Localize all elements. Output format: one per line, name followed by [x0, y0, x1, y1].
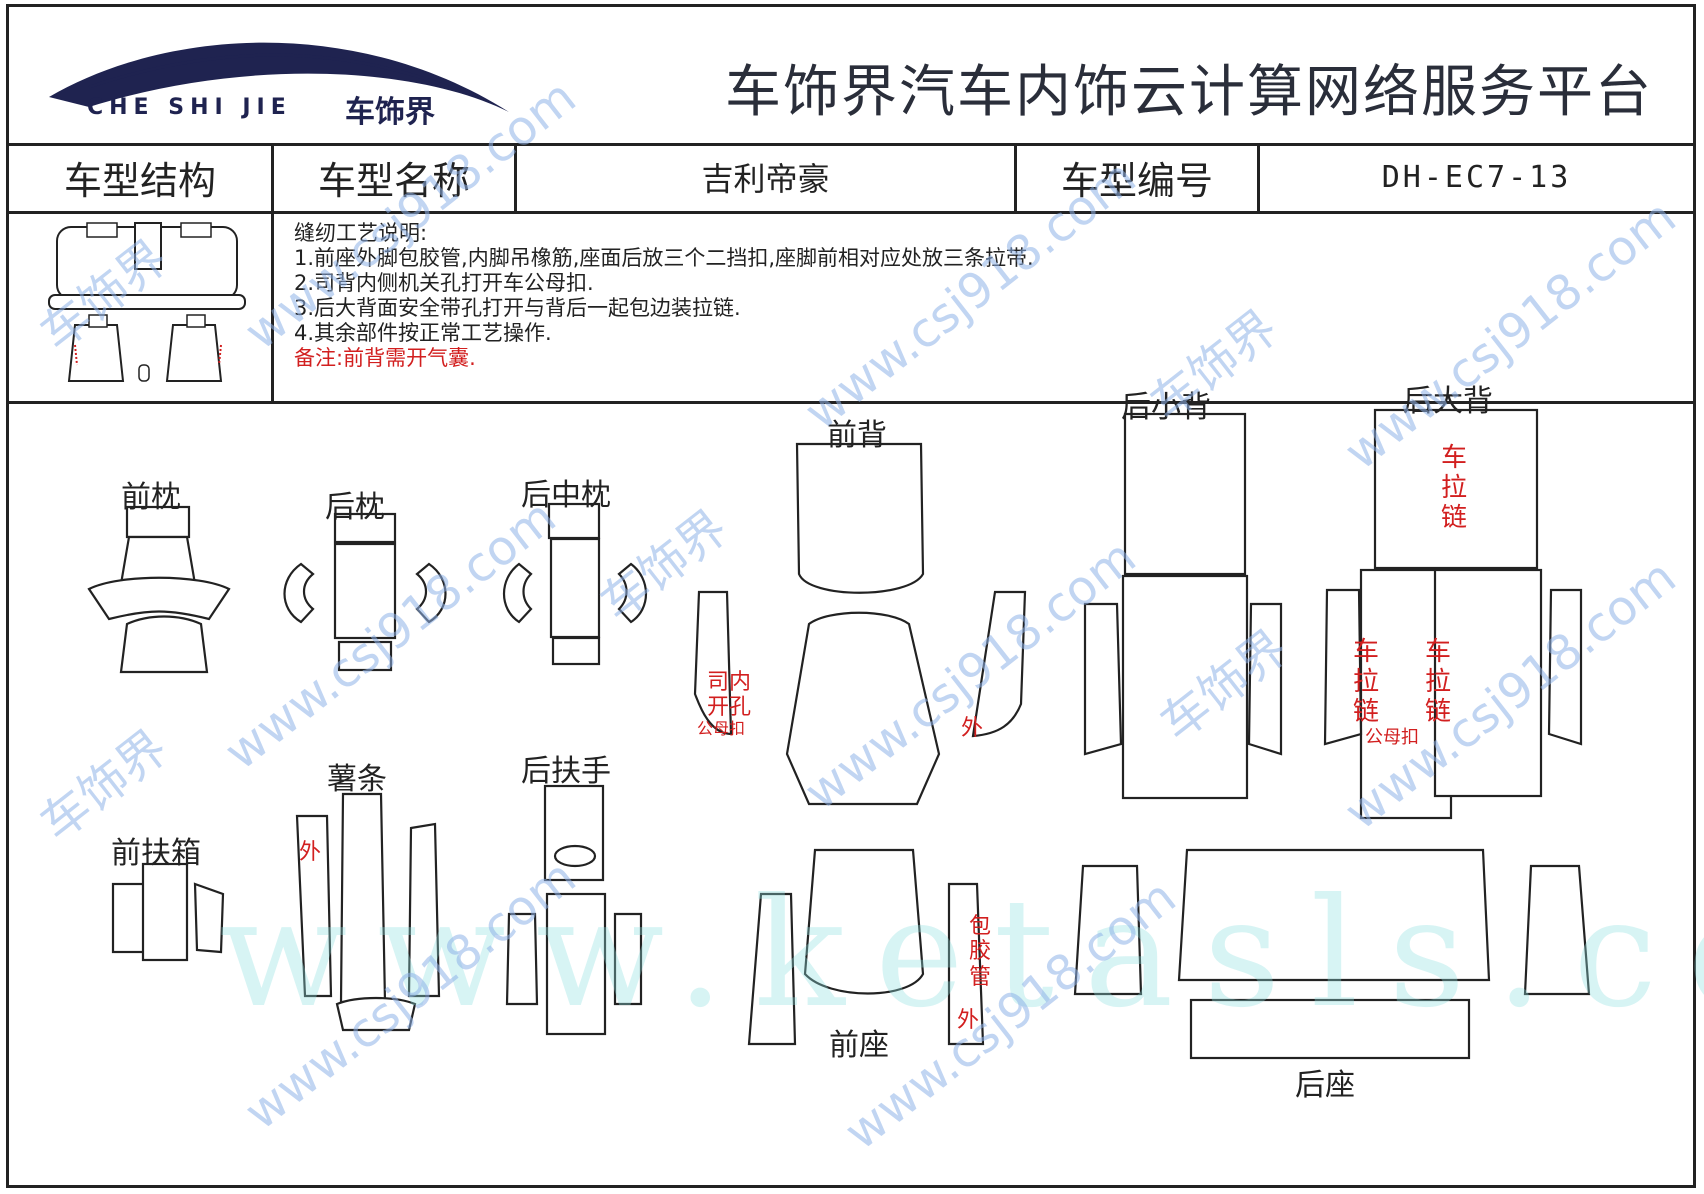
label-front-back: 前背 — [827, 418, 887, 453]
annot-zipper-left: 车 拉 链 — [1353, 637, 1380, 727]
annot-snap-button-rear: 公母扣 — [1365, 727, 1419, 748]
label-rear-headrest: 后枕 — [325, 490, 385, 525]
notes-remark: 备注:前背需开气囊. — [294, 346, 476, 370]
logo-text-cn: 车饰界 — [345, 95, 435, 130]
label-front-armbox: 前扶箱 — [111, 836, 201, 871]
name-label: 车型名称 — [317, 158, 470, 203]
header: CHE SHI JIE 车饰界 车饰界汽车内饰云计算网络服务平台 — [9, 7, 1693, 146]
annot-driver-hole: 司内 开孔 — [707, 670, 752, 721]
front-seat-pieces — [747, 848, 985, 1046]
notes-line-2: 2.司背内侧机关孔打开车公母扣. — [294, 271, 594, 295]
annot-outer-front-seat: 外 — [957, 1008, 980, 1033]
annot-snap-button: 公母扣 — [697, 719, 746, 738]
name-value: 吉利帝豪 — [701, 160, 830, 198]
rear-seat-pieces — [1073, 848, 1591, 1060]
rear-large-back-pieces — [1323, 408, 1583, 820]
notes-line-1: 1.前座外脚包胶管,内脚吊橡筋,座面后放三个二挡扣,座脚前相对应处放三条拉带. — [294, 246, 1034, 270]
notes-title: 缝纫工艺说明: — [294, 221, 428, 245]
label-rear-armrest: 后扶手 — [521, 754, 611, 789]
code-label: 车型编号 — [1060, 158, 1213, 203]
label-rear-middle-headrest: 后中枕 — [521, 478, 611, 513]
label-rear-small-back: 后小背 — [1121, 390, 1211, 425]
rear-small-back-pieces — [1083, 412, 1283, 800]
front-back-pieces — [693, 442, 1027, 806]
pattern-area: 前枕 后枕 后中枕 前背 后小背 后大背 前扶箱 薯条 后扶手 前座 后座 司内… — [9, 384, 1693, 1194]
annot-zipper-large-back: 车 拉 链 — [1441, 443, 1468, 533]
code-value: DH-EC7-13 — [1381, 159, 1572, 195]
logo-text-en: CHE SHI JIE — [87, 95, 292, 120]
notes-row: 缝纫工艺说明: 1.前座外脚包胶管,内脚吊橡筋,座面后放三个二挡扣,座脚前相对应… — [9, 211, 1693, 404]
notes-line-3: 3.后大背面安全带孔打开与背后一起包边装拉链. — [294, 296, 741, 320]
sewing-notes: 缝纫工艺说明: 1.前座外脚包胶管,内脚吊橡筋,座面后放三个二挡扣,座脚前相对应… — [294, 221, 1034, 371]
label-strip: 薯条 — [327, 762, 387, 797]
notes-line-4: 4.其余部件按正常工艺操作. — [294, 321, 552, 345]
strip-pieces — [295, 792, 441, 1032]
annot-zipper-right: 车 拉 链 — [1425, 637, 1452, 727]
front-headrest-pieces — [87, 505, 231, 674]
pattern-pieces — [87, 408, 1591, 1060]
structure-label: 车型结构 — [63, 158, 216, 203]
platform-title: 车饰界汽车内饰云计算网络服务平台 — [725, 60, 1653, 125]
logo-swoosh-icon — [49, 42, 509, 112]
rear-middle-headrest-pieces — [503, 502, 647, 666]
car-structure-thumbnail — [48, 222, 246, 382]
rear-armrest-pieces — [505, 784, 643, 1036]
annot-wrap-tube: 包 胶 管 — [969, 914, 992, 990]
annot-outer-front-back: 外 — [961, 716, 984, 741]
front-armbox-pieces — [111, 862, 225, 962]
label-front-headrest: 前枕 — [121, 480, 181, 515]
label-rear-large-back: 后大背 — [1403, 384, 1493, 419]
rear-headrest-pieces — [283, 512, 447, 672]
pattern-sheet: CHE SHI JIE 车饰界 车饰界汽车内饰云计算网络服务平台 车型结构 车型… — [6, 4, 1704, 1188]
info-row: 车型结构 车型名称 吉利帝豪 车型编号 DH-EC7-13 — [9, 143, 1693, 214]
annot-outer-strip: 外 — [299, 840, 322, 865]
label-rear-seat: 后座 — [1295, 1068, 1355, 1103]
label-front-seat: 前座 — [829, 1028, 889, 1063]
